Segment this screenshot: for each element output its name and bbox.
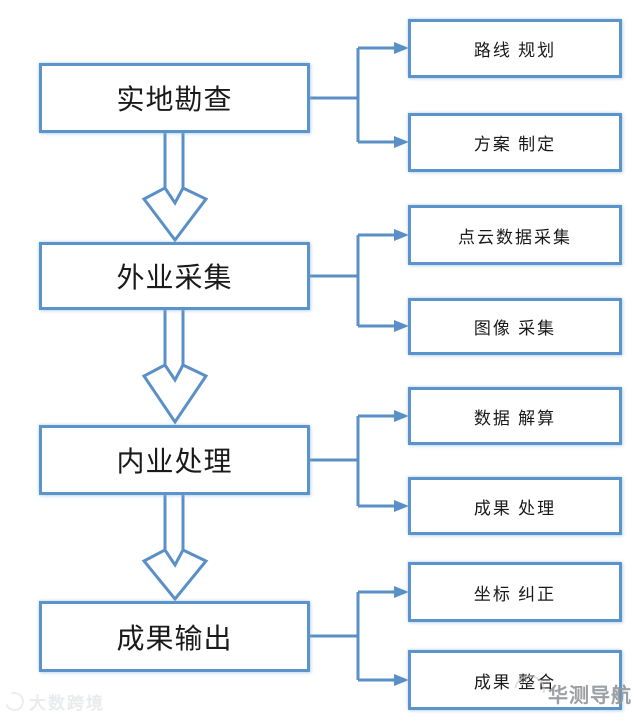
right-arrowhead-icon: [394, 674, 409, 686]
substep-label: 数据 解算: [473, 408, 557, 428]
down-block-arrow-icon: [141, 310, 209, 425]
substep-label: 成果 处理: [473, 498, 557, 518]
stage-box-office-processing: 内业处理: [39, 425, 310, 495]
watermark-text: 大数跨境: [29, 694, 105, 713]
stage-label: 实地勘查: [116, 85, 233, 116]
substep-label: 成果 整合: [473, 672, 557, 692]
substep-box-route-planning: 路线 规划: [408, 19, 622, 78]
substep-label: 路线 规划: [473, 41, 557, 60]
stage-label: 成果输出: [116, 623, 233, 655]
right-arrowhead-icon: [394, 586, 409, 598]
publisher-watermark: 华测导航: [548, 685, 632, 707]
right-arrowhead-icon: [394, 42, 409, 54]
substep-box-plan-formulation: 方案 制定: [408, 113, 622, 172]
right-arrowhead-icon: [394, 500, 409, 512]
substep-label: 方案 制定: [473, 135, 557, 154]
substep-box-data-solving: 数据 解算: [408, 387, 622, 445]
substep-label: 点云数据采集: [458, 227, 572, 247]
down-block-arrow-icon: [141, 495, 209, 602]
circle-logo-icon: [1, 688, 28, 715]
right-arrowhead-icon: [394, 320, 409, 332]
stage-box-field-collection: 外业采集: [39, 242, 310, 310]
substep-box-pointcloud-collection: 点云数据采集: [408, 205, 622, 265]
right-arrowhead-icon: [394, 229, 409, 241]
right-arrowhead-icon: [394, 136, 409, 148]
stage-label: 内业处理: [116, 447, 233, 478]
substep-box-result-processing: 成果 处理: [408, 477, 622, 535]
branch-connector-2: [310, 229, 409, 332]
stage-box-result-output: 成果输出: [39, 601, 310, 672]
right-arrowhead-icon: [394, 410, 409, 422]
substep-box-result-integration: 成果 整合: [408, 650, 622, 710]
substep-box-image-collection: 图像 采集: [408, 298, 622, 355]
stage-box-field-survey: 实地勘查: [39, 63, 310, 133]
branch-connector-3: [310, 410, 409, 512]
branch-connector-1: [310, 42, 409, 148]
branch-connector-4: [310, 586, 409, 686]
substep-label: 坐标 纠正: [473, 584, 557, 604]
stage-label: 外业采集: [116, 263, 233, 294]
substep-box-coordinate-correction: 坐标 纠正: [408, 562, 622, 622]
down-block-arrow-icon: [141, 133, 209, 243]
substep-label: 图像 采集: [473, 319, 557, 338]
watermark-bottom-left: 大数跨境: [1, 688, 105, 715]
